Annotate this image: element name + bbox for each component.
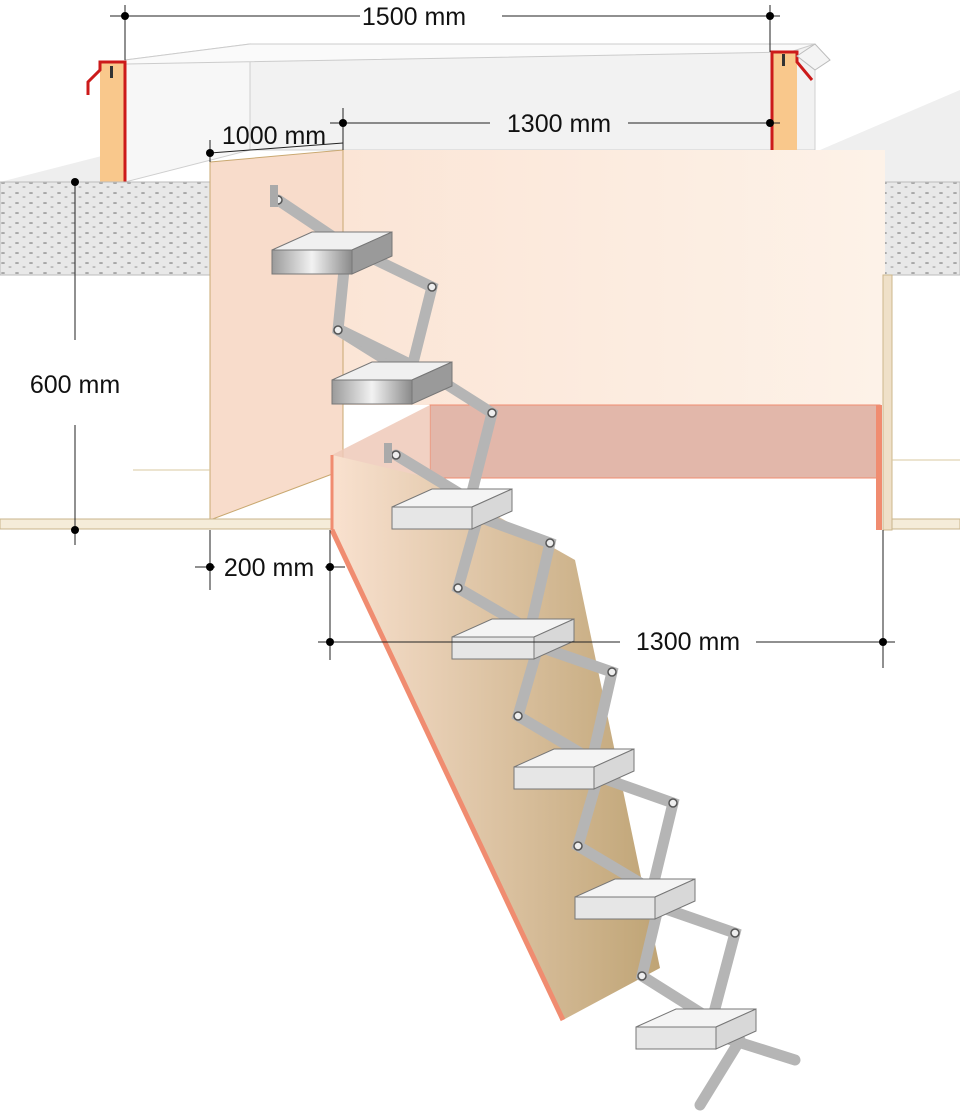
dimension-label: 200 mm <box>224 554 314 582</box>
concrete-slab-left <box>0 181 213 276</box>
dimension-height: 600 mm <box>30 178 120 545</box>
stringer-edge <box>329 528 566 1022</box>
left-post <box>86 60 127 182</box>
tread <box>331 361 453 405</box>
floor-left <box>0 518 333 530</box>
dimension-offset: 200 mm <box>195 530 345 660</box>
stair-hinges <box>273 195 740 981</box>
hatch-lid <box>429 404 881 479</box>
dimension-label: 1000 mm <box>222 122 326 150</box>
hatch-lid-edge <box>876 405 882 530</box>
dimension-top-width: 1500 mm <box>110 3 780 60</box>
dimension-floor-length: 1300 mm <box>318 530 895 668</box>
stair-stringer <box>332 455 660 1020</box>
tread <box>391 488 513 530</box>
dimension-label: 1300 mm <box>636 628 740 656</box>
dimension-label: 1300 mm <box>507 110 611 138</box>
dimension-label: 600 mm <box>30 371 120 399</box>
wall-bracket <box>384 443 392 463</box>
tread <box>271 231 393 275</box>
tread <box>635 1008 757 1050</box>
dimension-opening-width: 1000 mm <box>206 122 344 162</box>
dimension-opening-length: 1300 mm <box>330 108 780 150</box>
tread <box>513 748 635 790</box>
floor-right <box>891 518 960 530</box>
tread <box>574 878 696 920</box>
dimension-label: 1500 mm <box>362 3 466 31</box>
wall-bracket <box>270 185 278 207</box>
opening-right-wall <box>882 274 893 531</box>
stair-treads <box>271 231 757 1050</box>
